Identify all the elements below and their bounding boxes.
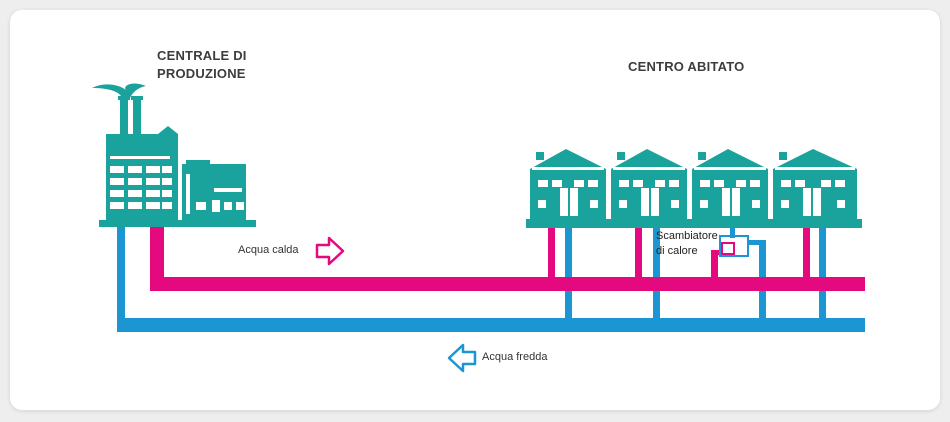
arrow-left-icon xyxy=(447,343,477,373)
building-1-hot-drop xyxy=(548,228,555,280)
town-buildings xyxy=(526,149,862,228)
heat-exchanger-label-line-1: Scambiatore xyxy=(656,230,718,242)
hot-water-pipes xyxy=(150,226,865,291)
building-4-hot-drop xyxy=(803,228,810,280)
building-2-hot-drop xyxy=(635,228,642,280)
building-1-cold-drop xyxy=(565,228,572,324)
building-2-cold-drop xyxy=(653,228,660,324)
town-base xyxy=(526,219,862,228)
warehouse-icon xyxy=(692,149,768,219)
hot-water-main xyxy=(150,277,865,291)
warehouse-icon xyxy=(530,149,606,219)
plant-hot-riser xyxy=(150,226,164,291)
plant-title-line-2: PRODUZIONE xyxy=(157,66,246,81)
cold-water-main xyxy=(117,318,865,332)
heat-exchanger-label: Scambiatore di calore xyxy=(656,229,718,259)
heat-exchanger-label-line-2: di calore xyxy=(656,245,698,257)
factory-icon xyxy=(92,83,256,227)
warehouse-icon xyxy=(773,149,857,219)
heat-exchanger-icon xyxy=(719,228,749,257)
cold-water-label: Acqua fredda xyxy=(482,351,548,363)
plant-title: CENTRALE DI PRODUZIONE xyxy=(157,47,247,83)
arrow-right-icon xyxy=(315,236,345,266)
plant-cold-riser xyxy=(117,226,125,332)
cold-water-pipes xyxy=(117,226,865,332)
exchanger-hot-drop xyxy=(711,250,718,280)
exchanger-cold-link xyxy=(736,240,766,245)
building-4-cold-drop xyxy=(819,228,826,324)
hot-water-label: Acqua calda xyxy=(238,244,299,256)
warehouse-icon xyxy=(611,149,687,219)
town-title: CENTRO ABITATO xyxy=(628,59,745,74)
plant-title-line-1: CENTRALE DI xyxy=(157,48,247,63)
